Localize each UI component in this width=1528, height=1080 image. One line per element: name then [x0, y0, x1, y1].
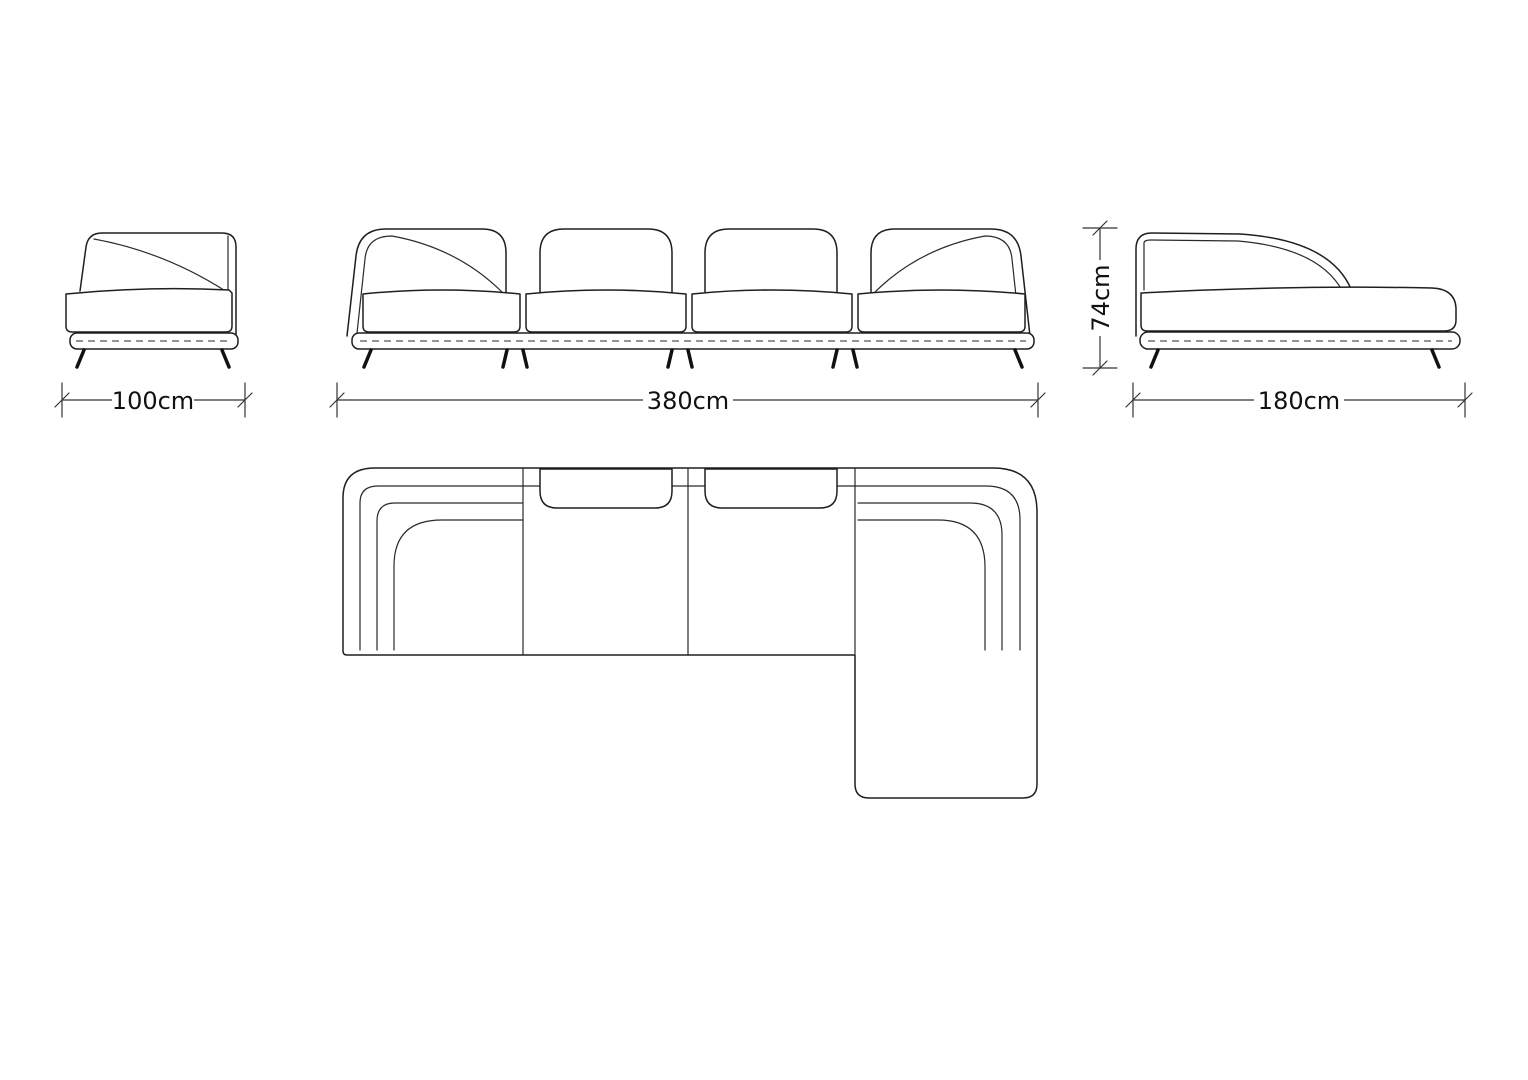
- chaise-back-frame: [1135, 232, 1352, 337]
- plan-cushion-seat-2: [539, 468, 673, 509]
- front-view-seat-4: [857, 289, 1026, 333]
- dim-height-label-group: 74cm: [1086, 260, 1115, 336]
- front-view-seat-1: [362, 289, 521, 333]
- end-view-seat-cushion: [65, 287, 233, 333]
- dim-text-bg-74: [1086, 260, 1113, 336]
- dim-label-overall-width: 380cm: [647, 387, 729, 415]
- front-view-backrest-2: [539, 228, 673, 295]
- chaise-leg-left: [1149, 348, 1160, 369]
- end-view-leg-right: [220, 348, 231, 369]
- dimension-height: 74cm: [1082, 220, 1118, 376]
- front-view-backrest-4: [870, 228, 1031, 337]
- plan-view: [342, 467, 1038, 799]
- front-view-seat-2: [525, 289, 687, 333]
- front-view-leg-5: [686, 348, 694, 369]
- end-view-back-cushion-curve: [93, 238, 228, 293]
- front-view-seat-3: [691, 289, 853, 333]
- dimension-chaise-depth: 180cm: [1125, 382, 1473, 418]
- front-view: [346, 228, 1035, 369]
- front-view-arm-right-inner: [873, 235, 1021, 334]
- plan-outline: [342, 467, 1038, 799]
- dim-text-bg-180: [1254, 386, 1344, 413]
- plan-left-arm-inner: [376, 502, 524, 651]
- chaise-back-cushion-curve: [1143, 239, 1344, 293]
- front-view-backrest-3: [704, 228, 838, 295]
- dim-ticks-74: [1092, 220, 1108, 376]
- plan-corner-cushion-left: [393, 519, 524, 651]
- plan-cushion-seat-3: [704, 468, 838, 509]
- front-view-base-rail: [351, 332, 1035, 350]
- chaise-seat-cushion: [1140, 286, 1457, 332]
- front-view-leg-7: [851, 348, 859, 369]
- front-view-leg-4: [666, 348, 674, 369]
- dim-ticks-100: [54, 392, 253, 408]
- dim-ticks-380: [329, 392, 1046, 408]
- dim-text-bg-100: [112, 386, 194, 413]
- plan-right-arm-inner: [857, 502, 1003, 651]
- dim-label-module-width: 100cm: [112, 387, 194, 415]
- dim-ticks-180: [1125, 392, 1473, 408]
- front-view-leg-2: [501, 348, 509, 369]
- end-view: [65, 232, 239, 369]
- plan-corner-cushion-right: [857, 519, 986, 651]
- dim-label-height: 74cm: [1087, 264, 1115, 331]
- dimension-module-width: 100cm: [54, 382, 253, 418]
- plan-back-band: [359, 485, 1021, 651]
- end-view-leg-left: [75, 348, 86, 369]
- front-view-leg-3: [521, 348, 529, 369]
- chaise-base-rail: [1139, 331, 1461, 350]
- chaise-side-view: [1135, 232, 1461, 369]
- front-view-arm-left-inner: [356, 235, 504, 334]
- dim-label-chaise-depth: 180cm: [1258, 387, 1340, 415]
- end-view-back-frame: [79, 232, 237, 337]
- dimension-overall-width: 380cm: [329, 382, 1046, 418]
- dim-text-bg-380: [643, 386, 733, 413]
- chaise-leg-right: [1430, 348, 1441, 369]
- front-view-leg-8: [1013, 348, 1024, 369]
- front-view-leg-1: [362, 348, 373, 369]
- front-view-backrest-1: [346, 228, 507, 337]
- front-view-leg-6: [831, 348, 839, 369]
